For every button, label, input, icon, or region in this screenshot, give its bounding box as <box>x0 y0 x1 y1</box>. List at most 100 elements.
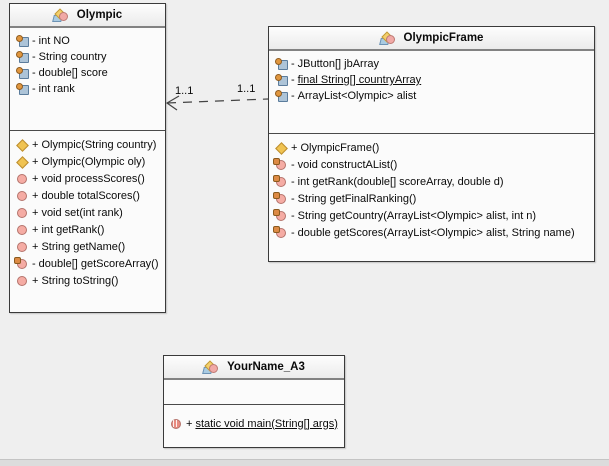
visibility-sign: - <box>291 158 295 171</box>
field-row[interactable]: - ArrayList<Olympic> alist <box>274 88 590 104</box>
class-name: OlympicFrame <box>403 32 484 44</box>
public-method-icon <box>15 224 29 236</box>
window-bottom-edge <box>0 459 609 466</box>
field-row[interactable]: - int NO <box>15 33 161 49</box>
method-row[interactable]: + String toString() <box>15 272 161 289</box>
dashed-line[interactable] <box>166 98 269 104</box>
member-text: Olympic(Olympic oly) <box>41 155 146 168</box>
public-method-icon <box>15 207 29 219</box>
method-row[interactable]: + static void main(String[] args) <box>169 415 340 432</box>
visibility-sign: + <box>186 417 193 430</box>
private-method-icon <box>273 225 288 239</box>
field-row[interactable]: - String country <box>15 49 161 65</box>
fields-section: - int NO - String country - double[] sco… <box>10 28 165 131</box>
visibility-sign: - <box>32 51 36 63</box>
public-method-icon <box>15 241 29 253</box>
member-text: String toString() <box>41 274 119 287</box>
member-text: static void main(String[] args) <box>195 417 338 430</box>
visibility-sign: - <box>32 83 36 95</box>
member-text: final String[] countryArray <box>297 74 422 86</box>
multiplicity-label-right[interactable]: 1..1 <box>237 83 256 95</box>
class-icon <box>51 9 69 22</box>
field-row[interactable]: - double[] score <box>15 65 161 81</box>
static-method-icon <box>169 418 183 430</box>
class-title-bar: YourName_A3 <box>164 356 344 380</box>
member-text: Olympic(String country) <box>41 138 157 151</box>
private-method-icon <box>14 256 29 270</box>
member-text: String getCountry(ArrayList<Olympic> ali… <box>297 209 537 222</box>
methods-section: + OlympicFrame() - void constructAList()… <box>269 134 594 261</box>
field-icon <box>274 90 288 102</box>
constructor-icon <box>274 142 288 154</box>
method-row[interactable]: + double totalScores() <box>15 187 161 204</box>
visibility-sign: - <box>291 58 295 70</box>
constructor-icon <box>15 156 29 168</box>
visibility-sign: - <box>32 67 36 79</box>
multiplicity-label-left[interactable]: 1..1 <box>175 85 194 97</box>
visibility-sign: - <box>32 35 36 47</box>
member-text: String country <box>38 51 107 63</box>
method-row[interactable]: - double getScores(ArrayList<Olympic> al… <box>273 224 590 241</box>
field-icon <box>15 51 29 63</box>
method-row[interactable]: + void set(int rank) <box>15 204 161 221</box>
member-text: String getFinalRanking() <box>297 192 417 205</box>
field-icon <box>15 35 29 47</box>
visibility-sign: + <box>32 206 39 219</box>
visibility-sign: + <box>32 240 39 253</box>
method-row[interactable]: - String getFinalRanking() <box>273 190 590 207</box>
method-row[interactable]: + Olympic(Olympic oly) <box>15 153 161 170</box>
class-icon <box>378 32 396 45</box>
visibility-sign: - <box>291 74 295 86</box>
member-text: void constructAList() <box>297 158 398 171</box>
member-text: OlympicFrame() <box>300 141 380 154</box>
visibility-sign: + <box>32 189 39 202</box>
visibility-sign: + <box>32 138 39 151</box>
visibility-sign: + <box>32 274 39 287</box>
member-text: int getRank(double[] scoreArray, double … <box>297 175 504 188</box>
public-method-icon <box>15 190 29 202</box>
member-text: double totalScores() <box>41 189 140 202</box>
member-text: void processScores() <box>41 172 145 185</box>
method-row[interactable]: - int getRank(double[] scoreArray, doubl… <box>273 173 590 190</box>
private-method-icon <box>273 208 288 222</box>
class-box-olympic[interactable]: Olympic - int NO - String country - doub… <box>9 3 166 313</box>
visibility-sign: - <box>291 175 295 188</box>
method-row[interactable]: + void processScores() <box>15 170 161 187</box>
class-box-olympicframe[interactable]: OlympicFrame - JButton[] jbArray - final… <box>268 26 595 262</box>
method-row[interactable]: - double[] getScoreArray() <box>14 255 161 272</box>
visibility-sign: - <box>291 90 295 102</box>
private-method-icon <box>273 157 288 171</box>
member-text: String getName() <box>41 240 126 253</box>
private-method-icon <box>273 174 288 188</box>
field-row[interactable]: - int rank <box>15 81 161 97</box>
visibility-sign: + <box>291 141 298 154</box>
field-row[interactable]: - JButton[] jbArray <box>274 56 590 72</box>
dependency-arrow[interactable] <box>160 82 272 116</box>
method-row[interactable]: + Olympic(String country) <box>15 136 161 153</box>
visibility-sign: + <box>32 155 39 168</box>
field-icon <box>15 67 29 79</box>
visibility-sign: + <box>32 172 39 185</box>
visibility-sign: - <box>32 257 36 270</box>
visibility-sign: - <box>291 226 295 239</box>
member-text: JButton[] jbArray <box>297 58 379 70</box>
visibility-sign: + <box>32 223 39 236</box>
method-row[interactable]: + int getRank() <box>15 221 161 238</box>
field-icon <box>15 83 29 95</box>
field-row[interactable]: - final String[] countryArray <box>274 72 590 88</box>
public-method-icon <box>15 275 29 287</box>
class-name: YourName_A3 <box>227 361 305 373</box>
class-title-bar: OlympicFrame <box>269 27 594 51</box>
class-name: Olympic <box>76 9 123 21</box>
member-text: ArrayList<Olympic> alist <box>297 90 417 102</box>
method-row[interactable]: + OlympicFrame() <box>274 139 590 156</box>
member-text: double getScores(ArrayList<Olympic> alis… <box>297 226 575 239</box>
class-box-yourname-a3[interactable]: YourName_A3 + static void main(String[] … <box>163 355 345 448</box>
constructor-icon <box>15 139 29 151</box>
method-row[interactable]: - String getCountry(ArrayList<Olympic> a… <box>273 207 590 224</box>
method-row[interactable]: - void constructAList() <box>273 156 590 173</box>
method-row[interactable]: + String getName() <box>15 238 161 255</box>
class-title-bar: Olympic <box>10 4 165 28</box>
open-arrowhead-icon <box>165 95 180 111</box>
